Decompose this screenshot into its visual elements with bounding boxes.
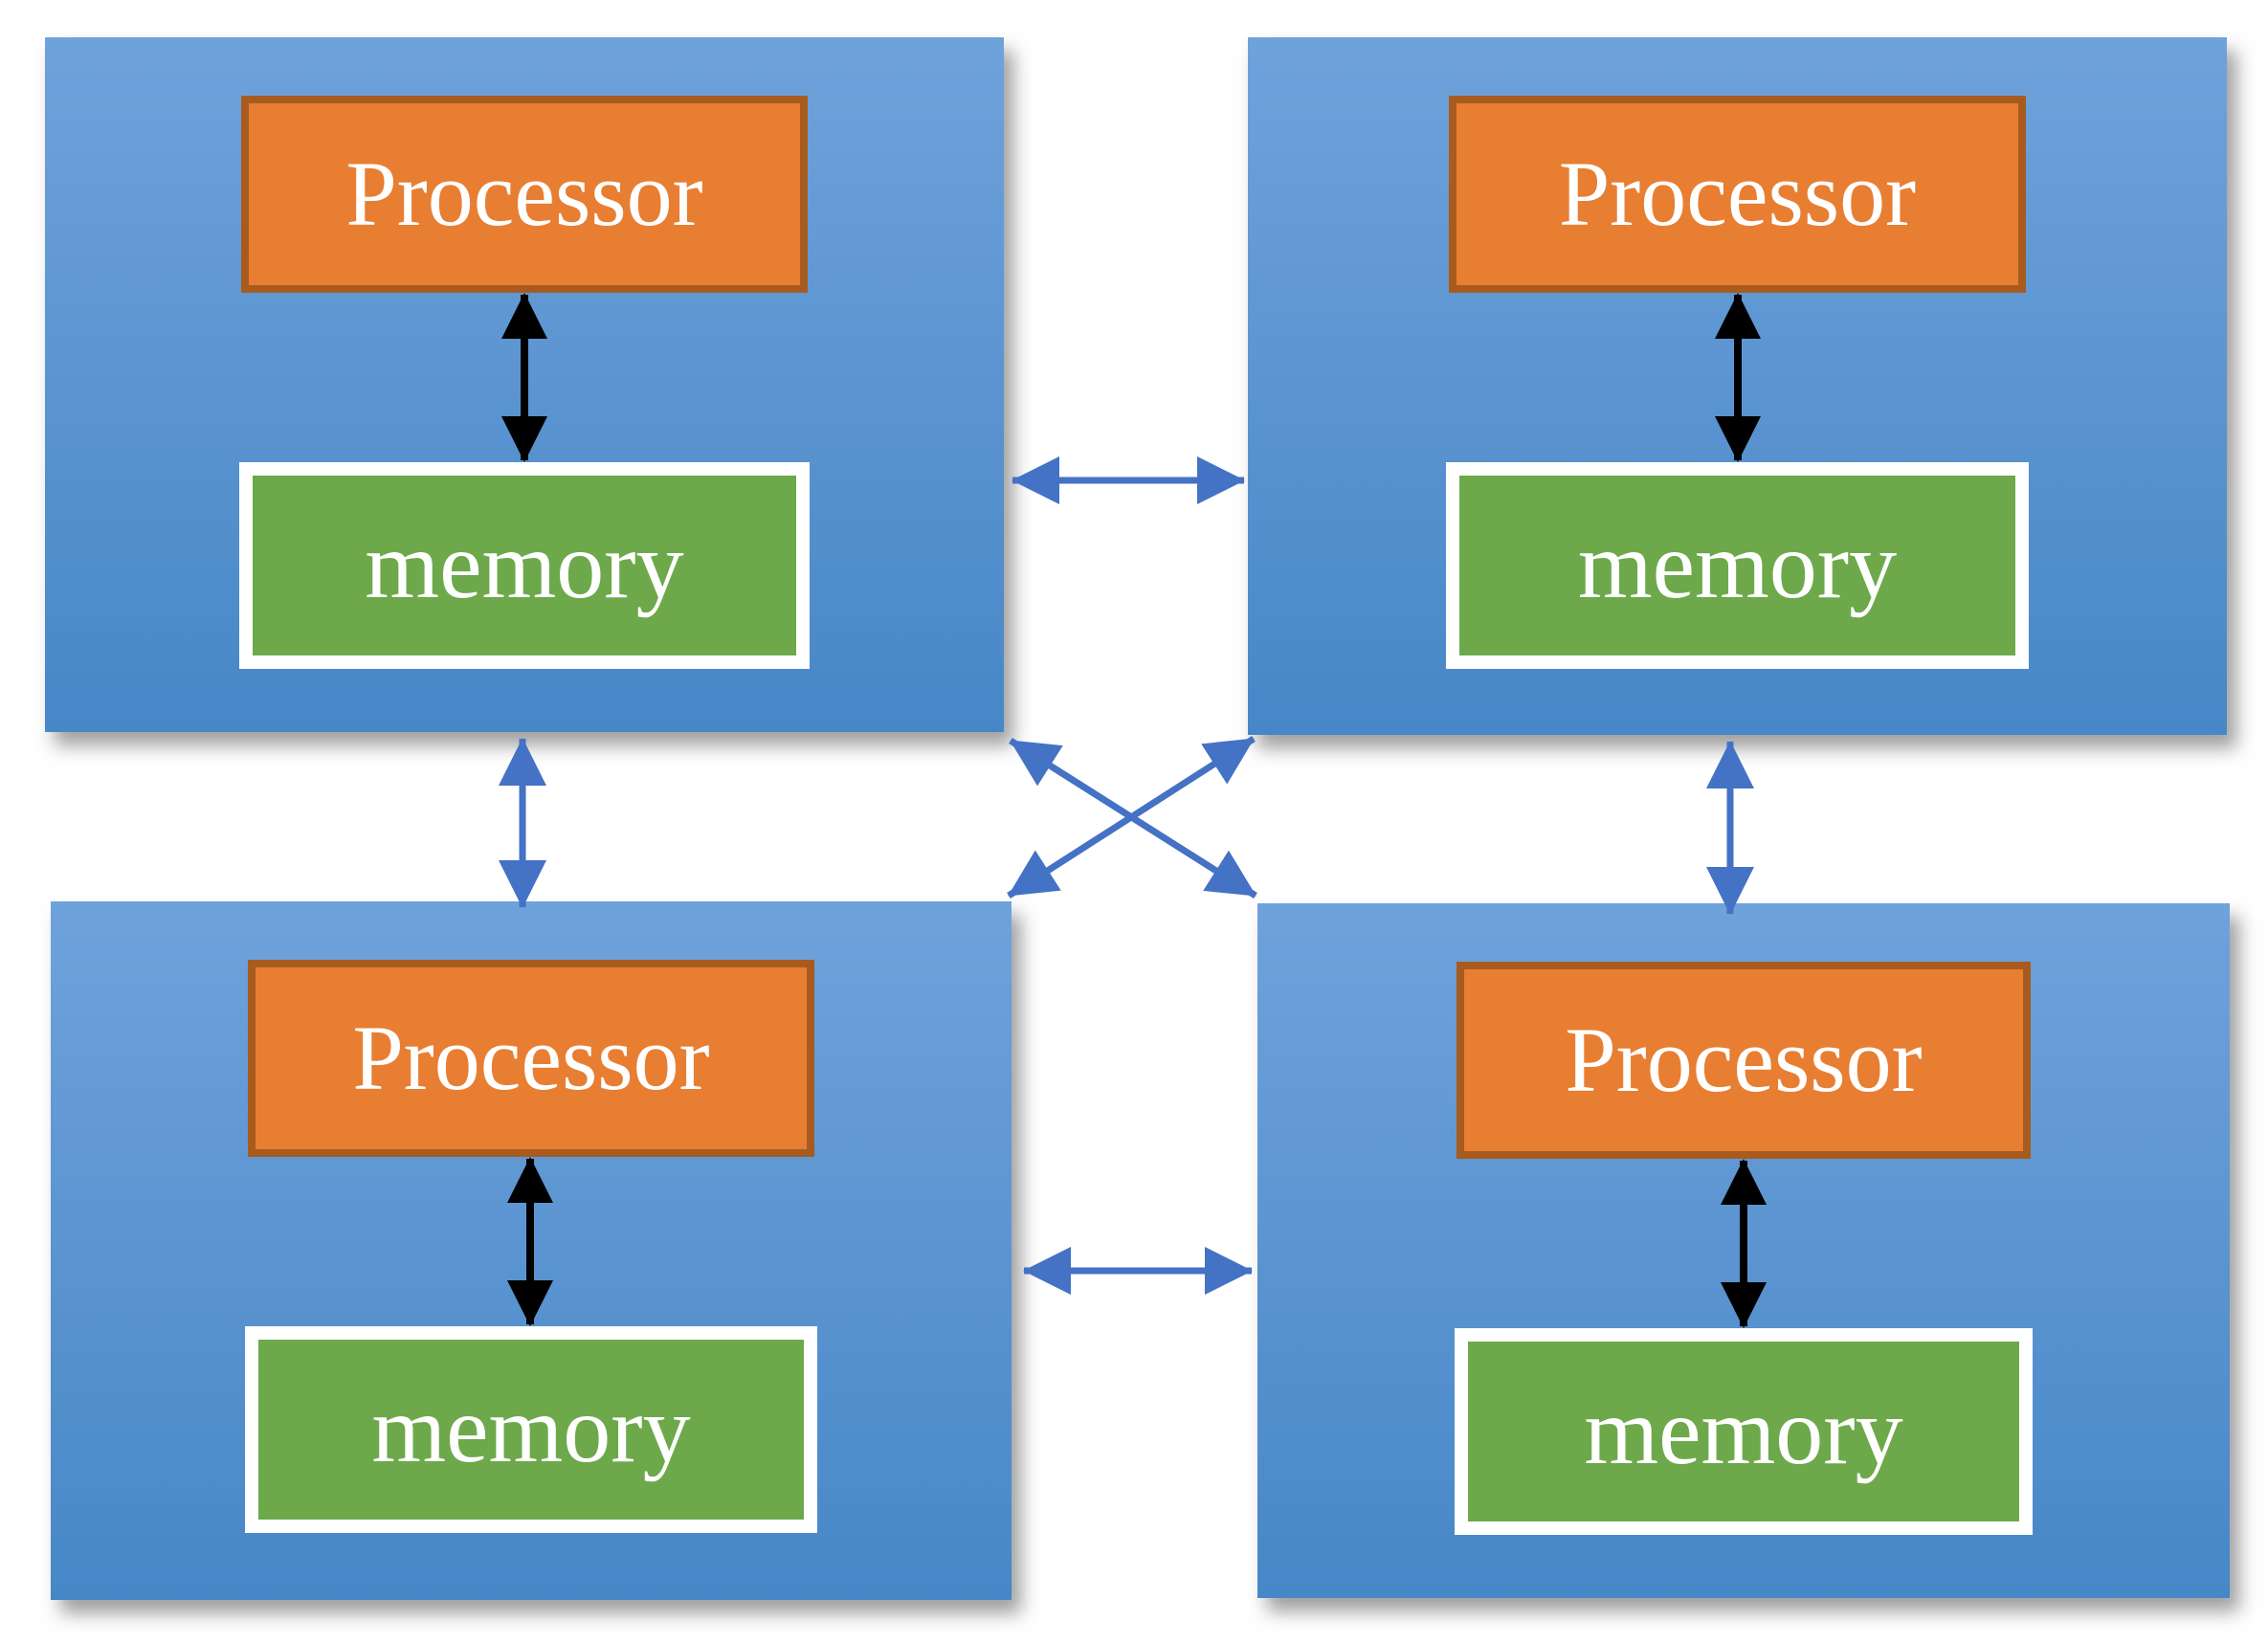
processor-box: Processor <box>1448 96 2027 293</box>
node-box-bottom-right: Processor memory <box>1257 903 2230 1598</box>
memory-label: memory <box>365 512 684 618</box>
node-box-bottom-left: Processor memory <box>51 901 1012 1600</box>
processor-label: Processor <box>345 143 703 245</box>
interconnect-arrow-diagonal-tl-br <box>1009 738 1257 899</box>
memory-box: memory <box>1454 1328 2034 1535</box>
memory-box: memory <box>238 462 811 669</box>
processor-box: Processor <box>1456 962 2031 1159</box>
node-box-top-right: Processor memory <box>1248 37 2227 735</box>
memory-label: memory <box>1584 1378 1903 1484</box>
processor-box: Processor <box>241 96 808 293</box>
memory-label: memory <box>1577 512 1898 618</box>
processor-label: Processor <box>1565 1009 1923 1111</box>
processor-box: Processor <box>247 960 815 1157</box>
node-box-top-left: Processor memory <box>45 37 1004 732</box>
interconnect-arrow-diagonal-bl-tr <box>1007 736 1256 899</box>
processor-label: Processor <box>1558 143 1917 245</box>
processor-label: Processor <box>352 1007 710 1109</box>
memory-box: memory <box>1446 462 2029 669</box>
memory-label: memory <box>371 1376 691 1482</box>
memory-box: memory <box>245 1326 817 1533</box>
